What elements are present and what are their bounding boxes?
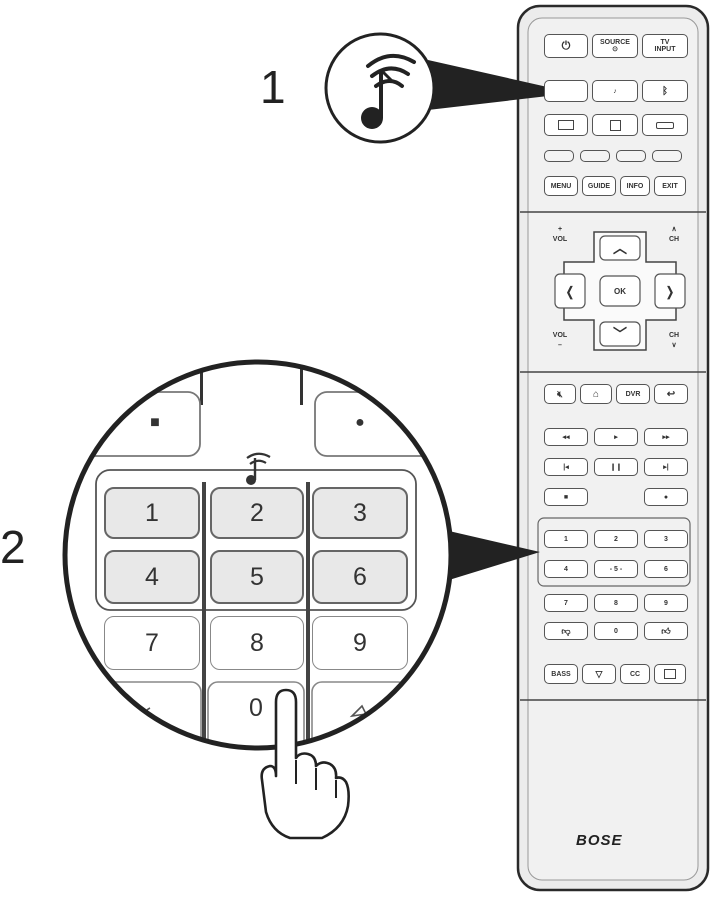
play-button[interactable]: ▸ <box>594 428 638 446</box>
music-wifi-small-icon: ♪ <box>613 87 617 95</box>
tv-input-button[interactable]: TV INPUT <box>642 34 688 58</box>
ch-up-label: ∧ <box>671 226 677 233</box>
callout-1-pointer <box>428 60 574 110</box>
home-button[interactable]: ⌂ <box>580 384 612 404</box>
remote-key-2[interactable]: 2 <box>594 530 638 548</box>
remote-key-3[interactable]: 3 <box>644 530 688 548</box>
step-1-label: 1 <box>260 61 286 113</box>
tv-icon <box>558 120 574 130</box>
rewind-button[interactable]: ◂◂ <box>544 428 588 446</box>
power-icon: ⏻ <box>561 39 571 52</box>
color-button-3[interactable] <box>616 150 646 162</box>
thumbs-down-icon: 👎︎ <box>561 625 571 636</box>
remote-key-0-label: 0 <box>614 627 618 635</box>
cc-button[interactable]: CC <box>620 664 650 684</box>
thumbs-up-icon: 👍︎ <box>661 625 671 636</box>
magnifier-circle-outline <box>62 359 454 751</box>
fast-forward-button[interactable]: ▸▸ <box>644 428 688 446</box>
game-button[interactable] <box>642 114 688 136</box>
ch-down-label: ∨ <box>671 342 677 349</box>
key-7-button[interactable]: 7 <box>104 616 200 670</box>
preset-5-button[interactable]: 5 <box>210 550 304 604</box>
caption-button[interactable] <box>654 664 686 684</box>
remote-key-4[interactable]: 4 <box>544 560 588 578</box>
record-button[interactable]: ● <box>644 488 688 506</box>
vol-minus-label: – <box>558 342 562 349</box>
remote-key-1[interactable]: 1 <box>544 530 588 548</box>
pause-button[interactable]: ❙❙ <box>594 458 638 476</box>
stop-button[interactable]: ■ <box>544 488 588 506</box>
dialogue-icon: ▽ <box>595 668 603 679</box>
next-button[interactable]: ▸| <box>644 458 688 476</box>
color-button-2[interactable] <box>580 150 610 162</box>
exit-button[interactable]: EXIT <box>654 176 686 196</box>
remote-key-8[interactable]: 8 <box>594 594 638 612</box>
tv-button[interactable] <box>544 114 588 136</box>
vol-plus-label: + <box>557 226 563 233</box>
bluetooth-icon: ᛒ <box>662 85 668 97</box>
bass-button[interactable]: BASS <box>544 664 578 684</box>
mute-button[interactable]: 🔇︎ <box>544 384 576 404</box>
vol-label-bottom: VOL <box>552 332 568 339</box>
back-button[interactable]: ↩ <box>654 384 688 404</box>
bluetooth-button[interactable]: ᛒ <box>642 80 688 102</box>
callout-2-pointer <box>436 528 540 584</box>
preset-6-button[interactable]: 6 <box>312 550 408 604</box>
guide-button[interactable]: GUIDE <box>582 176 616 196</box>
info-button[interactable]: INFO <box>620 176 650 196</box>
mag-music-wifi-icon <box>246 452 271 485</box>
source-button[interactable]: SOURCE⊙ <box>592 34 638 58</box>
wifi-music-button[interactable]: ♪ <box>592 80 638 102</box>
ok-button[interactable]: OK <box>614 286 626 296</box>
mag-record-button[interactable]: ● <box>355 414 365 431</box>
box-icon <box>609 119 621 131</box>
dpad-right-button[interactable]: ❭ <box>664 283 676 299</box>
dvr-button[interactable]: DVR <box>616 384 650 404</box>
bose-logo: BOSE <box>576 832 623 849</box>
preset-3-button[interactable]: 3 <box>312 487 408 539</box>
remote-key-5[interactable]: - 5 - <box>594 560 638 578</box>
remote-key-6[interactable]: 6 <box>644 560 688 578</box>
vol-label-top: VOL <box>552 236 568 243</box>
dpad-up-button[interactable]: ︿ <box>613 239 627 256</box>
color-button-1[interactable] <box>544 150 574 162</box>
music-source-button[interactable] <box>544 80 588 102</box>
key-8-button[interactable]: 8 <box>210 616 304 670</box>
thumbs-up-button[interactable]: 👍︎ <box>644 622 688 640</box>
ch-label-top: CH <box>668 236 680 243</box>
preset-2-button[interactable]: 2 <box>210 487 304 539</box>
mag-stop-button[interactable]: ■ <box>150 414 160 431</box>
music-wifi-icon <box>361 54 416 129</box>
cable-box-button[interactable] <box>592 114 638 136</box>
remote-key-7[interactable]: 7 <box>544 594 588 612</box>
dpad-left-button[interactable]: ❬ <box>564 283 576 299</box>
home-icon: ⌂ <box>592 388 600 400</box>
remote-key-0[interactable]: 0 <box>594 622 638 640</box>
key-0-button[interactable]: 0 <box>249 693 263 722</box>
thumbs-down-button[interactable]: 👎︎ <box>544 622 588 640</box>
power-button[interactable]: ⏻ <box>544 34 588 58</box>
step-2-label: 2 <box>0 521 26 573</box>
preset-4-button[interactable]: 4 <box>104 550 200 604</box>
color-button-4[interactable] <box>652 150 682 162</box>
caption-icon <box>664 669 676 679</box>
ch-label-bottom: CH <box>668 332 680 339</box>
game-icon <box>656 121 674 129</box>
mute-icon: 🔇︎ <box>557 388 563 399</box>
back-icon: ↩ <box>666 388 676 400</box>
preset-1-button[interactable]: 1 <box>104 487 200 539</box>
remote-key-9[interactable]: 9 <box>644 594 688 612</box>
dialogue-button[interactable]: ▽ <box>582 664 616 684</box>
dpad-down-button[interactable]: ﹀ <box>613 325 627 342</box>
menu-button[interactable]: MENU <box>544 176 578 196</box>
finger-tap-icon <box>260 688 350 840</box>
key-9-button[interactable]: 9 <box>312 616 408 670</box>
previous-button[interactable]: |◂ <box>544 458 588 476</box>
